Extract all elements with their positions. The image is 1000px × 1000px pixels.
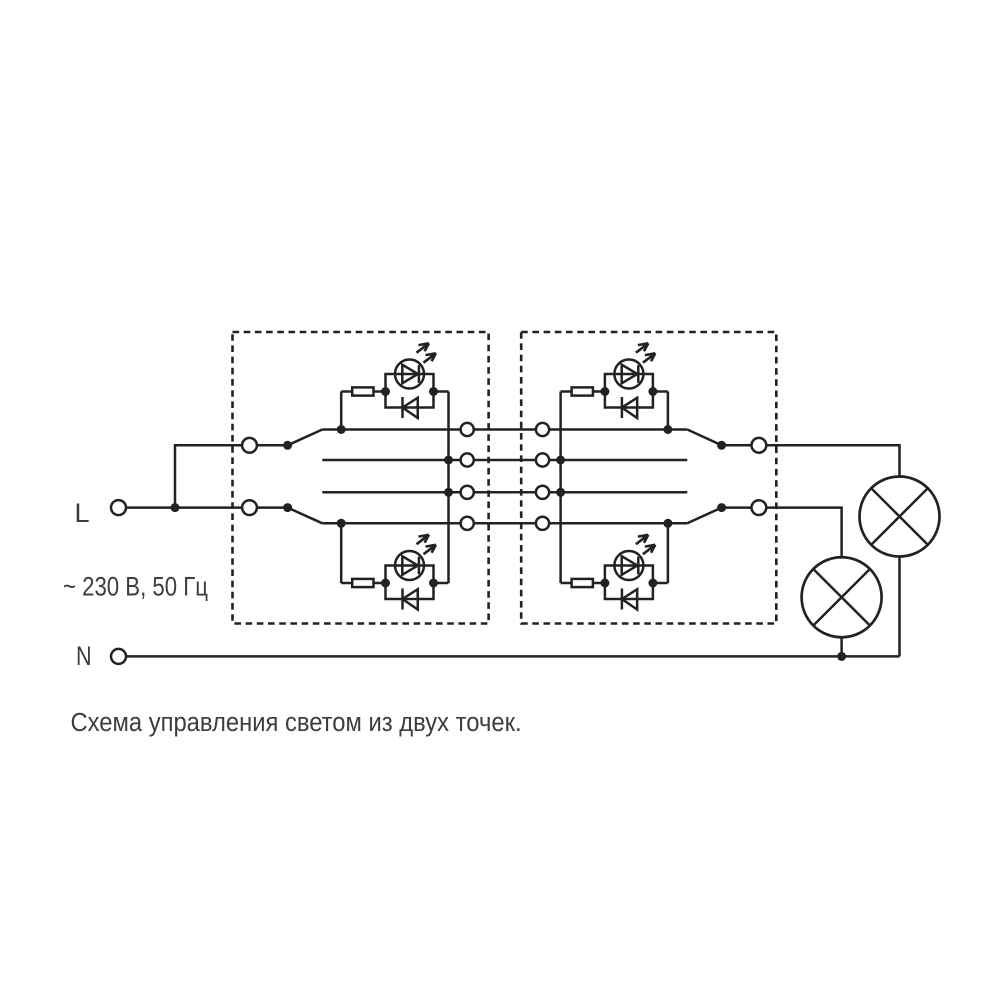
svg-text:~ 230 В, 50 Гц: ~ 230 В, 50 Гц [63,573,208,602]
svg-text:N: N [76,642,92,672]
svg-text:Схема управления светом из дву: Схема управления светом из двух точек. [71,708,522,737]
svg-text:L: L [75,498,90,528]
